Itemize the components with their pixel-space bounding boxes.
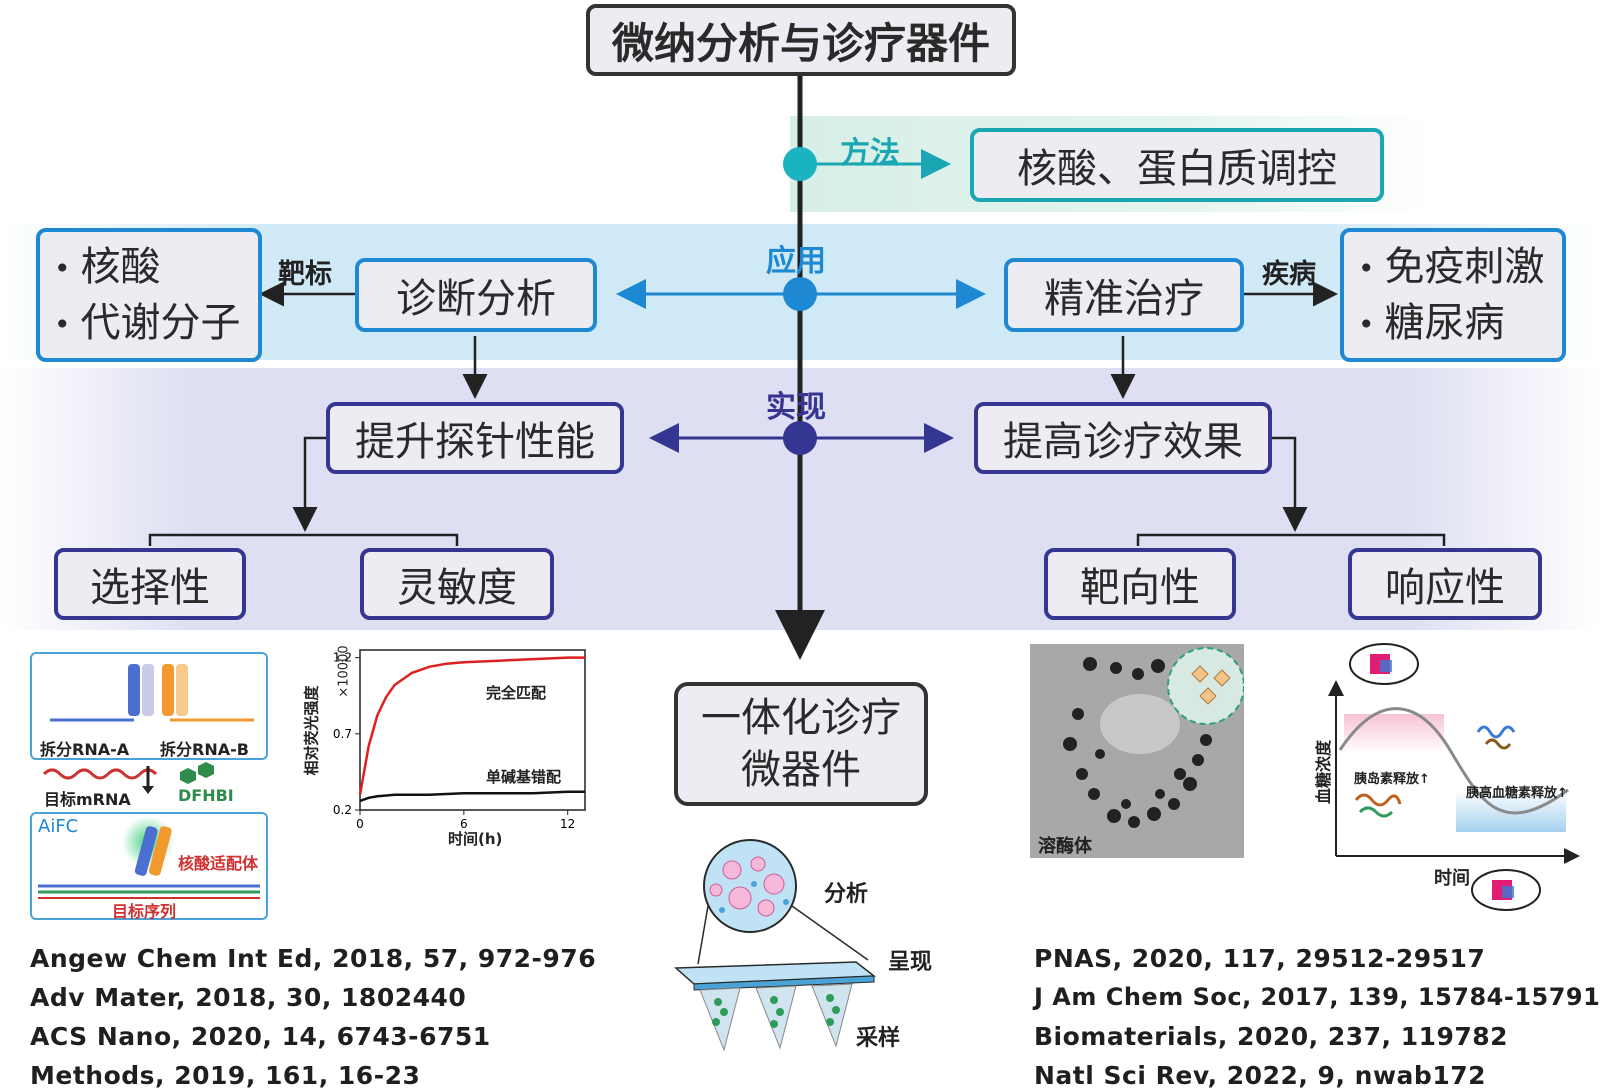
target-mrna-label: 目标mRNA	[44, 790, 131, 809]
split-rna-a-label: 拆分RNA-A	[40, 740, 130, 759]
dfhbi-label: DFHBI	[178, 786, 234, 805]
reference-item: Biomaterials, 2020, 237, 119782	[1034, 1022, 1509, 1051]
integrated-line2: 微器件	[741, 747, 861, 793]
series-label-perfect: 完全匹配	[486, 684, 547, 702]
targets-box: 核酸 代谢分子	[36, 228, 262, 362]
diagnosis-box: 诊断分析	[355, 258, 597, 332]
method-label: 方法	[840, 136, 900, 171]
lysosome-label: 溶酶体	[1038, 836, 1092, 857]
page-title-text: 微纳分析与诊疗器件	[611, 18, 990, 68]
target-item: 代谢分子	[54, 296, 258, 352]
glucagon-label: 胰高血糖素释放↑	[1466, 786, 1568, 801]
y-tick-label: 1.2	[333, 651, 352, 665]
aifc-label: AiFC	[38, 816, 79, 837]
series-line-single-mismatch	[359, 790, 585, 803]
targeting-box: 靶向性	[1044, 548, 1236, 620]
fluorescence-chart: 1.2 0.7 0.2 0 6 12	[333, 649, 586, 831]
y-tick-label: 0.7	[333, 727, 352, 741]
target-item: 核酸	[54, 240, 258, 296]
therapy-box: 精准治疗	[1004, 258, 1244, 332]
y-tick-label: 0.2	[333, 803, 352, 817]
responsiveness-text: 响应性	[1385, 565, 1505, 611]
device-analysis-label: 分析	[824, 882, 869, 907]
probe-performance-box: 提升探针性能	[326, 402, 624, 474]
target-sequence-label: 目标序列	[112, 902, 177, 921]
diseases-box: 免疫刺激 糖尿病	[1340, 228, 1566, 362]
disease-arrow-label: 疾病	[1262, 259, 1316, 290]
reference-item: Angew Chem Int Ed, 2018, 57, 972-976	[30, 944, 597, 973]
split-rna-illustration	[50, 664, 254, 722]
aptamer-label: 核酸适配体	[178, 854, 259, 873]
series-line-perfect-match	[358, 656, 585, 796]
application-label: 应用	[766, 244, 826, 279]
sensitivity-box: 灵敏度	[360, 548, 554, 620]
reference-item: PNAS, 2020, 117, 29512-29517	[1034, 944, 1486, 973]
diagnosis-box-text: 诊断分析	[396, 276, 556, 322]
efficacy-text: 提高诊疗效果	[1003, 419, 1243, 465]
sensitivity-text: 灵敏度	[397, 565, 517, 611]
x-tick-label: 6	[460, 817, 468, 831]
device-sampling-label: 采样	[856, 1026, 901, 1051]
device-display-label: 呈现	[888, 950, 933, 975]
efficacy-box: 提高诊疗效果	[974, 402, 1272, 474]
chart-xlabel: 时间(h)	[448, 830, 503, 848]
integrated-line1: 一体化诊疗	[701, 695, 901, 741]
reference-item: Methods, 2019, 161, 16-23	[30, 1061, 421, 1090]
selectivity-box: 选择性	[54, 548, 246, 620]
therapy-box-text: 精准治疗	[1044, 276, 1204, 322]
method-box: 核酸、蛋白质调控	[970, 128, 1384, 202]
tem-micrograph	[1030, 644, 1244, 858]
page-title: 微纳分析与诊疗器件	[586, 4, 1016, 76]
probe-performance-text: 提升探针性能	[355, 419, 595, 465]
series-label-mismatch: 单碱基错配	[486, 768, 562, 786]
reference-item: ACS Nano, 2020, 14, 6743-6751	[30, 1022, 491, 1051]
targeting-text: 靶向性	[1080, 565, 1200, 611]
glucose-ylabel: 血糖浓度	[1314, 739, 1334, 805]
aifc-illustration	[38, 816, 260, 899]
chart-plot-area	[359, 649, 586, 811]
chart-ylabel: 相对荧光强度	[302, 685, 321, 776]
glucose-curve-figure	[1328, 643, 1580, 911]
glucose-xlabel: 时间	[1434, 868, 1470, 889]
method-box-text: 核酸、蛋白质调控	[1017, 146, 1337, 192]
reference-item: Adv Mater, 2018, 30, 1802440	[30, 983, 467, 1012]
insulin-label: 胰岛素释放↑	[1354, 772, 1430, 787]
target-arrow-label: 靶标	[278, 259, 332, 290]
microneedle-device	[674, 839, 877, 1052]
mrna-row	[42, 762, 214, 794]
x-tick-label: 0	[356, 817, 364, 831]
responsiveness-box: 响应性	[1348, 548, 1542, 620]
reference-item: Natl Sci Rev, 2022, 9, nwab172	[1034, 1061, 1486, 1090]
split-rna-b-label: 拆分RNA-B	[160, 740, 249, 759]
chart-yunit: ×10000	[336, 645, 352, 698]
realization-label: 实现	[766, 390, 826, 425]
x-tick-label: 12	[560, 817, 575, 831]
integrated-device-box: 一体化诊疗 微器件	[674, 682, 928, 806]
selectivity-text: 选择性	[90, 565, 210, 611]
disease-item: 糖尿病	[1358, 296, 1562, 352]
disease-item: 免疫刺激	[1358, 240, 1562, 296]
reference-item: J Am Chem Soc, 2017, 139, 15784-15791	[1034, 983, 1600, 1011]
